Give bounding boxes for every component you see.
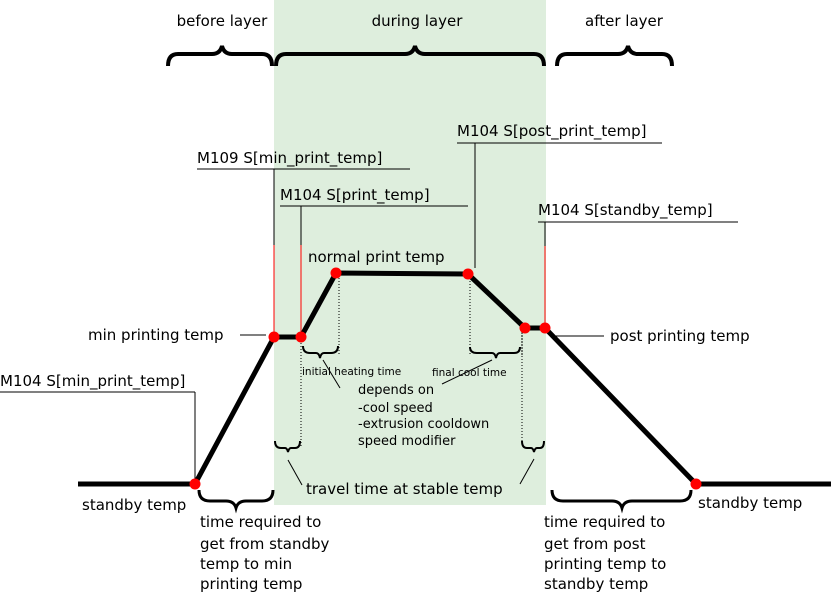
standby-temp-left-label: standby temp <box>82 496 186 514</box>
cmd-standby-min-print: M104 S[min_print_temp] <box>0 372 185 391</box>
final-cool-label: final cool time <box>432 367 507 379</box>
brace-before <box>166 45 274 67</box>
brace-time-right <box>550 489 693 514</box>
time-left-line-2: get from standby <box>200 535 330 553</box>
travel-time-label: travel time at stable temp <box>306 480 503 498</box>
brace-final-cool <box>469 346 521 359</box>
time-right-line-3: printing temp to <box>544 555 666 573</box>
cmd-post-print-temp: M104 S[post_print_temp] <box>457 122 646 141</box>
brace-during <box>274 45 546 67</box>
temperature-curve <box>78 270 831 487</box>
time-right-line-2: get from post <box>544 535 646 553</box>
depends-leader-left <box>322 359 341 389</box>
depends-line-1: depends on <box>358 383 434 398</box>
depends-line-2: -cool speed <box>358 401 433 416</box>
point-print <box>295 331 307 343</box>
brace-travel-right <box>521 440 545 453</box>
point-normal-end <box>462 268 474 280</box>
initial-heating-label: initial heating time <box>302 366 401 378</box>
min-printing-temp-label: min printing temp <box>88 326 224 344</box>
point-standby-start <box>189 478 201 490</box>
normal-print-temp-label: normal print temp <box>308 248 445 266</box>
standby-temp-right-label: standby temp <box>698 494 802 512</box>
travel-leader-left <box>287 459 303 486</box>
point-standby-end <box>690 478 702 490</box>
phase-during-label: during layer <box>372 12 464 30</box>
cmd-standby-temp: M104 S[standby_temp] <box>538 201 713 220</box>
time-left-line-3: temp to min <box>200 555 292 573</box>
point-min-print <box>268 331 280 343</box>
depends-line-3: -extrusion cooldown <box>358 417 489 432</box>
cmd-print-temp: M104 S[print_temp] <box>280 186 430 205</box>
phase-before-label: before layer <box>177 12 269 30</box>
point-normal-start <box>330 267 342 279</box>
depends-line-4: speed modifier <box>358 434 456 449</box>
depends-leader-right <box>441 359 493 385</box>
phase-after-label: after layer <box>585 12 664 30</box>
time-left-line-1: time required to <box>200 513 321 531</box>
point-standby-cmd <box>539 322 551 334</box>
time-right-line-1: time required to <box>544 513 665 531</box>
during-layer-band <box>274 0 546 505</box>
brace-after <box>555 45 674 67</box>
brace-travel-left <box>274 440 301 453</box>
point-post-print <box>519 322 531 334</box>
brace-time-left <box>197 489 275 514</box>
post-printing-temp-label: post printing temp <box>610 327 750 345</box>
travel-leader-right <box>519 458 535 485</box>
brace-initial-heating <box>302 345 339 359</box>
cmd-min-print-temp: M109 S[min_print_temp] <box>197 149 382 168</box>
time-right-line-4: standby temp <box>544 575 648 593</box>
time-left-line-4: printing temp <box>200 575 302 593</box>
